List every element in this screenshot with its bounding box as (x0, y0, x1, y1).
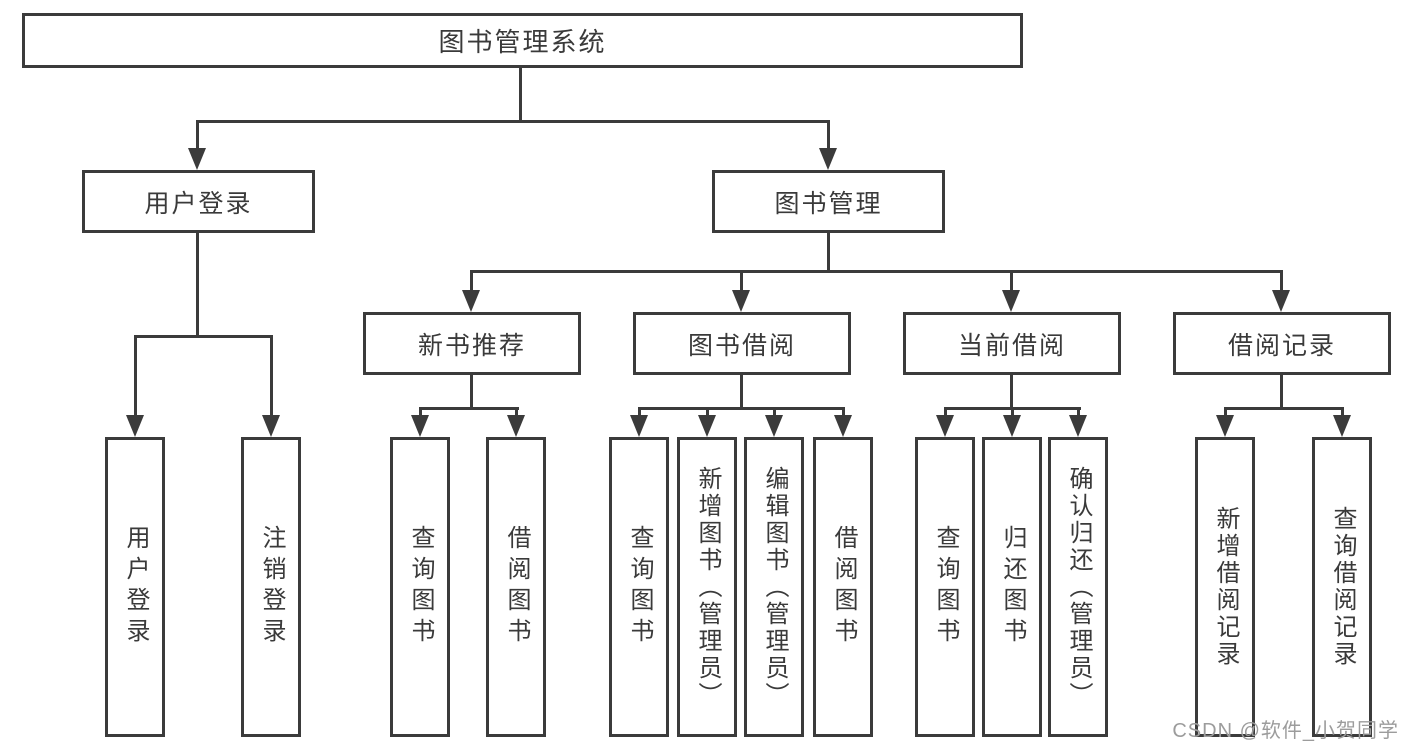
edge-new-book-stem (470, 375, 473, 409)
arrowhead-record-leaf1 (1216, 415, 1234, 437)
edge-borrow-leaf2 (706, 407, 709, 417)
arrowhead-user-login (188, 148, 206, 170)
node-book-borrowing: 图书借阅 (633, 312, 851, 375)
edge-book-borrowing-split (638, 407, 845, 410)
edge-to-current-borrowing (1010, 270, 1013, 290)
edge-record-leaf1 (1224, 407, 1227, 417)
arrowhead-current-leaf1 (936, 415, 954, 437)
leaf-return-book: 归还图书 (982, 437, 1042, 737)
edge-current-leaf1 (944, 407, 947, 417)
edge-to-book-borrowing (740, 270, 743, 290)
arrowhead-borrow-leaf1 (630, 415, 648, 437)
leaf-query-borrow-record: 查询借阅记录 (1312, 437, 1372, 737)
leaf-query-books-borrowing: 查询图书 (609, 437, 669, 737)
edge-book-management-split (470, 270, 1283, 273)
arrowhead-newbook-leaf1 (411, 415, 429, 437)
edge-user-login-split (134, 335, 273, 338)
edge-current-leaf2 (1011, 407, 1014, 417)
edge-book-borrowing-stem (740, 375, 743, 409)
edge-borrowing-record-stem (1280, 375, 1283, 409)
arrowhead-borrow-leaf2 (698, 415, 716, 437)
arrowhead-borrow-leaf4 (834, 415, 852, 437)
edge-to-user-login (196, 120, 199, 152)
arrowhead-new-book (462, 290, 480, 312)
node-new-book-recommendation: 新书推荐 (363, 312, 581, 375)
leaf-add-book-admin: 新增图书（管理员） (677, 437, 737, 737)
node-library-system: 图书管理系统 (22, 13, 1023, 68)
leaf-add-borrow-record: 新增借阅记录 (1195, 437, 1255, 737)
edge-root-split (196, 120, 830, 123)
arrowhead-newbook-leaf2 (507, 415, 525, 437)
csdn-watermark: CSDN @软件_小贺同学 (1172, 720, 1399, 742)
node-borrowing-record: 借阅记录 (1173, 312, 1391, 375)
edge-to-borrowing-record (1280, 270, 1283, 290)
edge-record-leaf2 (1341, 407, 1344, 417)
edge-to-new-book (470, 270, 473, 290)
edge-borrow-leaf1 (638, 407, 641, 417)
edge-current-leaf3 (1077, 407, 1080, 417)
arrowhead-current-borrowing (1002, 290, 1020, 312)
edge-borrow-leaf3 (773, 407, 776, 417)
node-user-login: 用户登录 (82, 170, 315, 233)
leaf-confirm-return-admin: 确认归还（管理员） (1048, 437, 1108, 737)
edge-newbook-leaf2 (515, 407, 518, 417)
arrowhead-borrowing-record (1272, 290, 1290, 312)
leaf-query-books-current: 查询图书 (915, 437, 975, 737)
leaf-edit-book-admin: 编辑图书（管理员） (744, 437, 804, 737)
arrowhead-record-leaf2 (1333, 415, 1351, 437)
edge-borrow-leaf4 (842, 407, 845, 417)
leaf-borrow-books-recommend: 借阅图书 (486, 437, 546, 737)
leaf-user-login: 用户登录 (105, 437, 165, 737)
leaf-logout-login: 注销登录 (241, 437, 301, 737)
node-current-borrowing: 当前借阅 (903, 312, 1121, 375)
arrowhead-book-management (819, 148, 837, 170)
node-book-management: 图书管理 (712, 170, 945, 233)
leaf-borrow-books-borrowing: 借阅图书 (813, 437, 873, 737)
edge-borrowing-record-split (1224, 407, 1344, 410)
arrowhead-borrow-leaf3 (765, 415, 783, 437)
arrowhead-book-borrowing (732, 290, 750, 312)
leaf-query-books-recommend: 查询图书 (390, 437, 450, 737)
edge-to-leaf-user-login (134, 335, 137, 415)
edge-newbook-leaf1 (419, 407, 422, 417)
arrowhead-current-leaf2 (1003, 415, 1021, 437)
edge-current-borrowing-stem (1010, 375, 1013, 409)
edge-to-leaf-logout (270, 335, 273, 415)
arrowhead-current-leaf3 (1069, 415, 1087, 437)
edge-root-stem (519, 66, 522, 122)
edge-book-management-stem (827, 233, 830, 272)
arrowhead-leaf-user-login (126, 415, 144, 437)
edge-new-book-split (419, 407, 519, 410)
edge-user-login-stem (196, 233, 199, 337)
arrowhead-leaf-logout (262, 415, 280, 437)
edge-to-book-management (827, 120, 830, 152)
